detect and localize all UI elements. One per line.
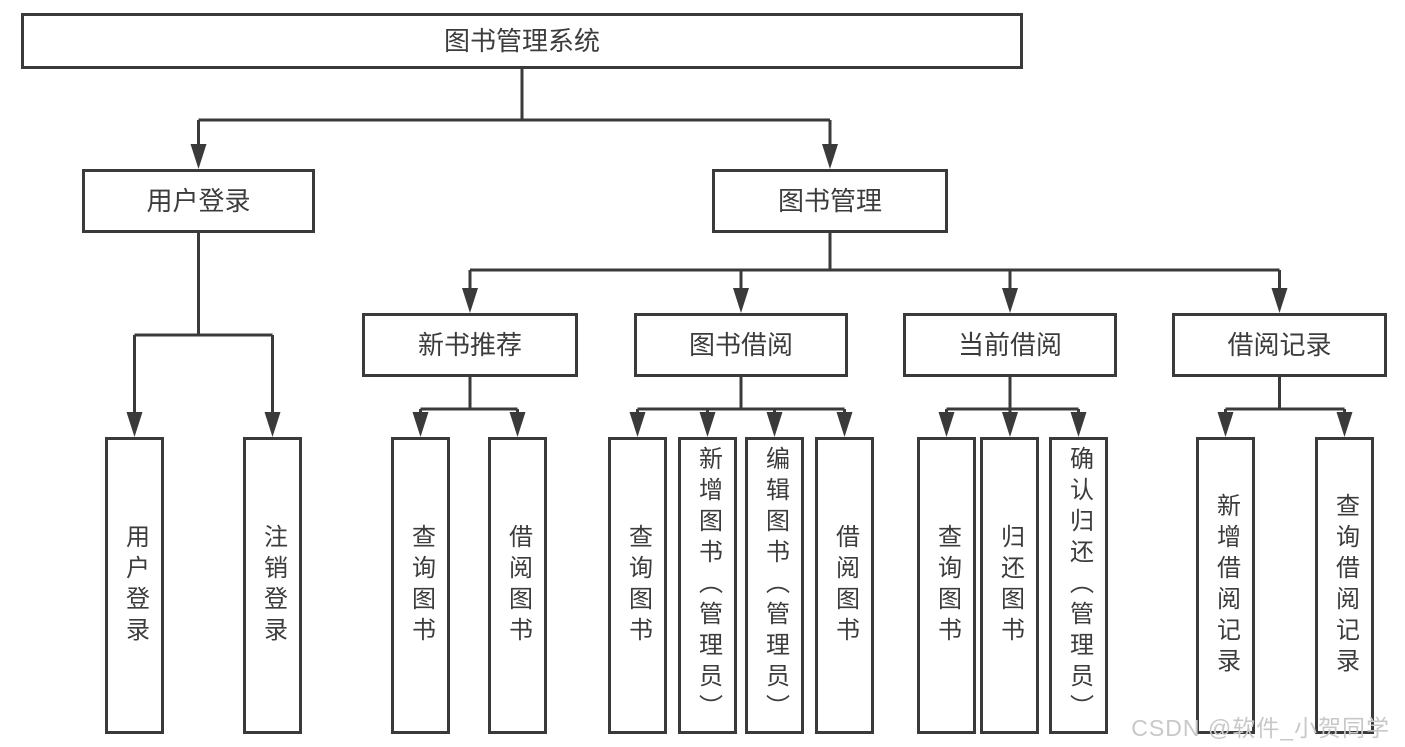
arrowhead [733,288,749,313]
node-new-book-recommend: 新书推荐 [362,313,578,377]
arrowhead [938,412,955,437]
node-leaf-user-login: 用户登录 [105,437,164,734]
arrowhead [190,144,207,169]
arrowhead [462,288,478,313]
node-leaf-query-books-2: 查询图书 [608,437,667,734]
node-leaf-confirm-return-admin: 确认归还（管理员） [1049,437,1108,734]
arrowhead [1002,288,1018,313]
node-user-login: 用户登录 [82,169,315,233]
arrowhead [1070,412,1087,437]
arrowhead [264,412,281,437]
arrowhead [412,412,429,437]
node-book-borrowing: 图书借阅 [634,313,848,377]
arrowhead [1336,412,1353,437]
arrowhead [1002,412,1018,437]
arrowhead [126,412,143,437]
node-leaf-add-book-admin: 新增图书（管理员） [678,437,737,734]
arrowhead [1271,288,1288,313]
node-borrowing-records: 借阅记录 [1172,313,1387,377]
arrowhead [822,144,838,169]
node-leaf-edit-book-admin: 编辑图书（管理员） [745,437,804,734]
node-book-management: 图书管理 [712,169,948,233]
node-leaf-logout: 注销登录 [243,437,302,734]
arrowhead [629,412,646,437]
node-root: 图书管理系统 [21,13,1023,69]
arrowhead [766,412,783,437]
watermark: CSDN @软件_小贺同学 [1131,715,1390,741]
arrowhead [509,412,526,437]
node-leaf-add-borrow-record: 新增借阅记录 [1196,437,1255,734]
arrowhead [1217,412,1234,437]
node-current-borrowing: 当前借阅 [903,313,1117,377]
node-leaf-query-borrow-record: 查询借阅记录 [1315,437,1374,734]
node-leaf-query-books-3: 查询图书 [917,437,976,734]
node-leaf-return-book: 归还图书 [980,437,1039,734]
node-leaf-borrow-books-1: 借阅图书 [488,437,547,734]
node-leaf-borrow-books-2: 借阅图书 [815,437,874,734]
arrowhead [836,412,853,437]
node-leaf-query-books-1: 查询图书 [391,437,450,734]
arrowhead [699,412,716,437]
